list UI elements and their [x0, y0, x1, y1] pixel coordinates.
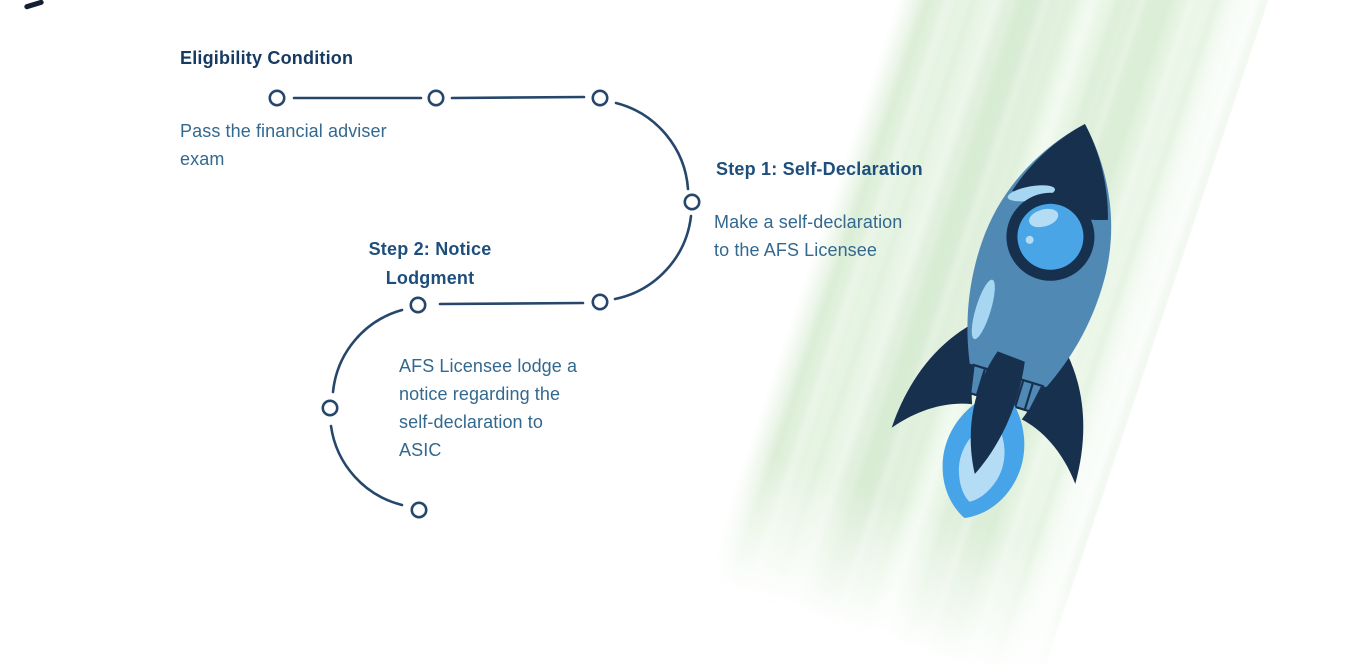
journey-node-eligibility-1	[268, 89, 286, 107]
journey-node-eligibility-3	[591, 89, 609, 107]
rocket-illustration	[891, 123, 1112, 518]
rocket-right-fin	[1021, 330, 1084, 484]
journey-node-lodgment	[321, 399, 339, 417]
journey-node-eligibility-2	[427, 89, 445, 107]
step1-description: Make a self-declaration to the AFS Licen…	[714, 212, 903, 260]
path-segment	[614, 101, 690, 191]
porthole-highlight	[1029, 208, 1059, 228]
eligibility-description: Pass the financial adviser exam	[180, 121, 387, 169]
path-segment	[331, 308, 404, 394]
journey-node-step2-left	[409, 296, 427, 314]
step2-description: AFS Licensee lodge a notice regarding th…	[399, 356, 578, 460]
path-segment	[613, 214, 693, 301]
eligibility-title: Eligibility Condition	[180, 48, 354, 68]
step2-title: Step 2: Notice Lodgment	[368, 239, 492, 288]
rocket-center-fin	[970, 351, 1025, 475]
journey-node-end	[410, 501, 428, 519]
path-segment	[438, 301, 585, 306]
journey-node-step1	[683, 193, 701, 211]
porthole-highlight-dot	[1025, 235, 1034, 244]
step1-title: Step 1: Self-Declaration	[716, 159, 923, 179]
journey-node-step2-right	[591, 293, 609, 311]
rocket-body-highlight	[971, 279, 995, 340]
path-segment	[329, 424, 404, 507]
path-segment	[450, 95, 586, 100]
